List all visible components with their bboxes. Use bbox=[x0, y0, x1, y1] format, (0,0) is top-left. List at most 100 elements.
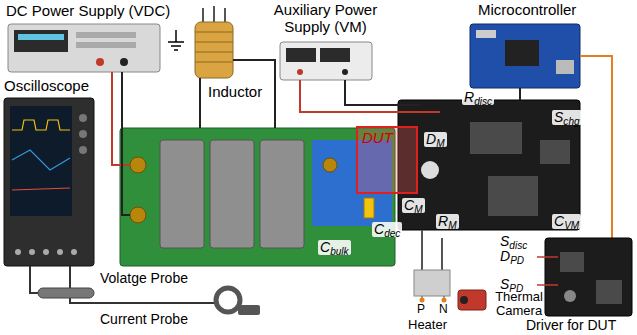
microcontroller-board bbox=[505, 40, 539, 66]
power-board bbox=[130, 157, 146, 173]
subscript: M bbox=[448, 220, 456, 231]
subscript: PD bbox=[510, 255, 524, 266]
component-label: DPD bbox=[498, 249, 526, 264]
dc-power-supply bbox=[8, 24, 160, 72]
oscilloscope-picture bbox=[79, 146, 87, 154]
component-label: CVM bbox=[552, 214, 581, 229]
wire bbox=[30, 266, 38, 293]
auxiliary-power-supply bbox=[280, 42, 372, 80]
device-title: Microcontroller bbox=[478, 2, 576, 19]
inductor-picture bbox=[195, 32, 233, 33]
auxiliary-power-supply bbox=[320, 48, 350, 62]
microcontroller-board bbox=[476, 30, 496, 38]
pin-label: P bbox=[417, 303, 425, 316]
device-title: DC Power Supply (VDC) bbox=[6, 3, 170, 20]
component-label: RM bbox=[436, 214, 459, 229]
oscilloscope-picture bbox=[79, 114, 87, 122]
inductor-picture bbox=[224, 8, 226, 22]
microcontroller-board bbox=[556, 60, 574, 74]
oscilloscope-picture bbox=[12, 150, 70, 170]
power-board bbox=[260, 140, 304, 248]
heater bbox=[414, 270, 450, 296]
oscilloscope-picture bbox=[4, 98, 94, 266]
measurement-board bbox=[540, 140, 570, 164]
subscript: VM bbox=[564, 220, 579, 231]
power-board bbox=[160, 140, 204, 248]
oscilloscope-picture bbox=[15, 249, 21, 255]
ground-symbol bbox=[175, 30, 177, 42]
inductor-picture bbox=[195, 6, 233, 78]
power-board bbox=[323, 158, 337, 172]
device-title: Inductor bbox=[208, 84, 262, 101]
component-label: DM bbox=[424, 132, 447, 147]
oscilloscope-picture bbox=[57, 249, 63, 255]
heater bbox=[414, 270, 450, 303]
wire bbox=[345, 80, 420, 105]
driver-board bbox=[560, 252, 584, 272]
device-title: Heater bbox=[408, 318, 447, 332]
driver-board bbox=[564, 290, 576, 302]
microcontroller-board bbox=[470, 24, 580, 88]
voltage-probe bbox=[38, 288, 94, 298]
thermal-camera bbox=[458, 290, 486, 310]
ground-symbol bbox=[168, 41, 184, 43]
device-title: Oscilloscope bbox=[4, 78, 89, 95]
wire bbox=[300, 80, 440, 112]
power-board bbox=[364, 198, 374, 218]
component-label: Sdisc bbox=[498, 234, 529, 249]
component-label: Rdisc bbox=[462, 90, 494, 105]
subscript: dec bbox=[384, 228, 400, 239]
ground-symbol bbox=[171, 45, 181, 47]
device-title: Thermal Camera bbox=[490, 290, 548, 319]
inductor-picture bbox=[195, 62, 233, 63]
current-probe bbox=[238, 305, 260, 315]
oscilloscope-picture bbox=[12, 120, 70, 130]
probe-label: Current Probe bbox=[100, 312, 188, 327]
wire bbox=[580, 56, 612, 238]
oscilloscope-picture bbox=[4, 98, 94, 266]
probe-label: Volatge Probe bbox=[100, 271, 188, 286]
microcontroller-board bbox=[470, 24, 580, 88]
current-probe bbox=[216, 288, 260, 315]
heater bbox=[442, 298, 447, 303]
auxiliary-power-supply bbox=[286, 48, 316, 62]
inductor-picture bbox=[202, 8, 204, 22]
subscript: M bbox=[414, 204, 422, 215]
wire bbox=[421, 230, 423, 270]
power-board bbox=[130, 207, 146, 223]
power-board bbox=[210, 140, 254, 248]
dc-power-supply bbox=[18, 34, 64, 40]
oscilloscope-picture bbox=[43, 249, 49, 255]
dc-power-supply bbox=[76, 42, 136, 48]
driver-board bbox=[545, 238, 632, 316]
wire bbox=[122, 72, 130, 215]
inductor-picture bbox=[195, 22, 233, 78]
power-board bbox=[120, 128, 395, 266]
device-title: Auxiliary Power Supply (VM) bbox=[258, 2, 393, 35]
subscript: M bbox=[436, 138, 444, 149]
component-label: CM bbox=[402, 198, 425, 213]
dc-power-supply bbox=[120, 58, 128, 66]
voltage-probe bbox=[38, 288, 94, 298]
inductor-picture bbox=[213, 6, 215, 22]
measurement-board bbox=[470, 122, 522, 154]
dc-power-supply bbox=[76, 32, 136, 38]
oscilloscope-picture bbox=[79, 130, 87, 138]
inductor-picture bbox=[195, 52, 233, 53]
oscilloscope-picture bbox=[10, 106, 72, 216]
subscript: bulk bbox=[330, 246, 349, 257]
leader-line bbox=[537, 284, 558, 286]
subscript: disc bbox=[474, 96, 492, 107]
dut-label: DUT bbox=[358, 128, 397, 147]
subscript: PD bbox=[509, 283, 523, 294]
wire bbox=[441, 238, 443, 270]
leader-line bbox=[537, 257, 558, 285]
device-title: Driver for DUT bbox=[526, 318, 616, 333]
subscript: chg bbox=[563, 116, 579, 127]
ground-symbol bbox=[168, 30, 184, 50]
driver-board bbox=[596, 280, 622, 304]
power-board bbox=[120, 128, 395, 266]
dc-power-supply bbox=[14, 30, 68, 52]
